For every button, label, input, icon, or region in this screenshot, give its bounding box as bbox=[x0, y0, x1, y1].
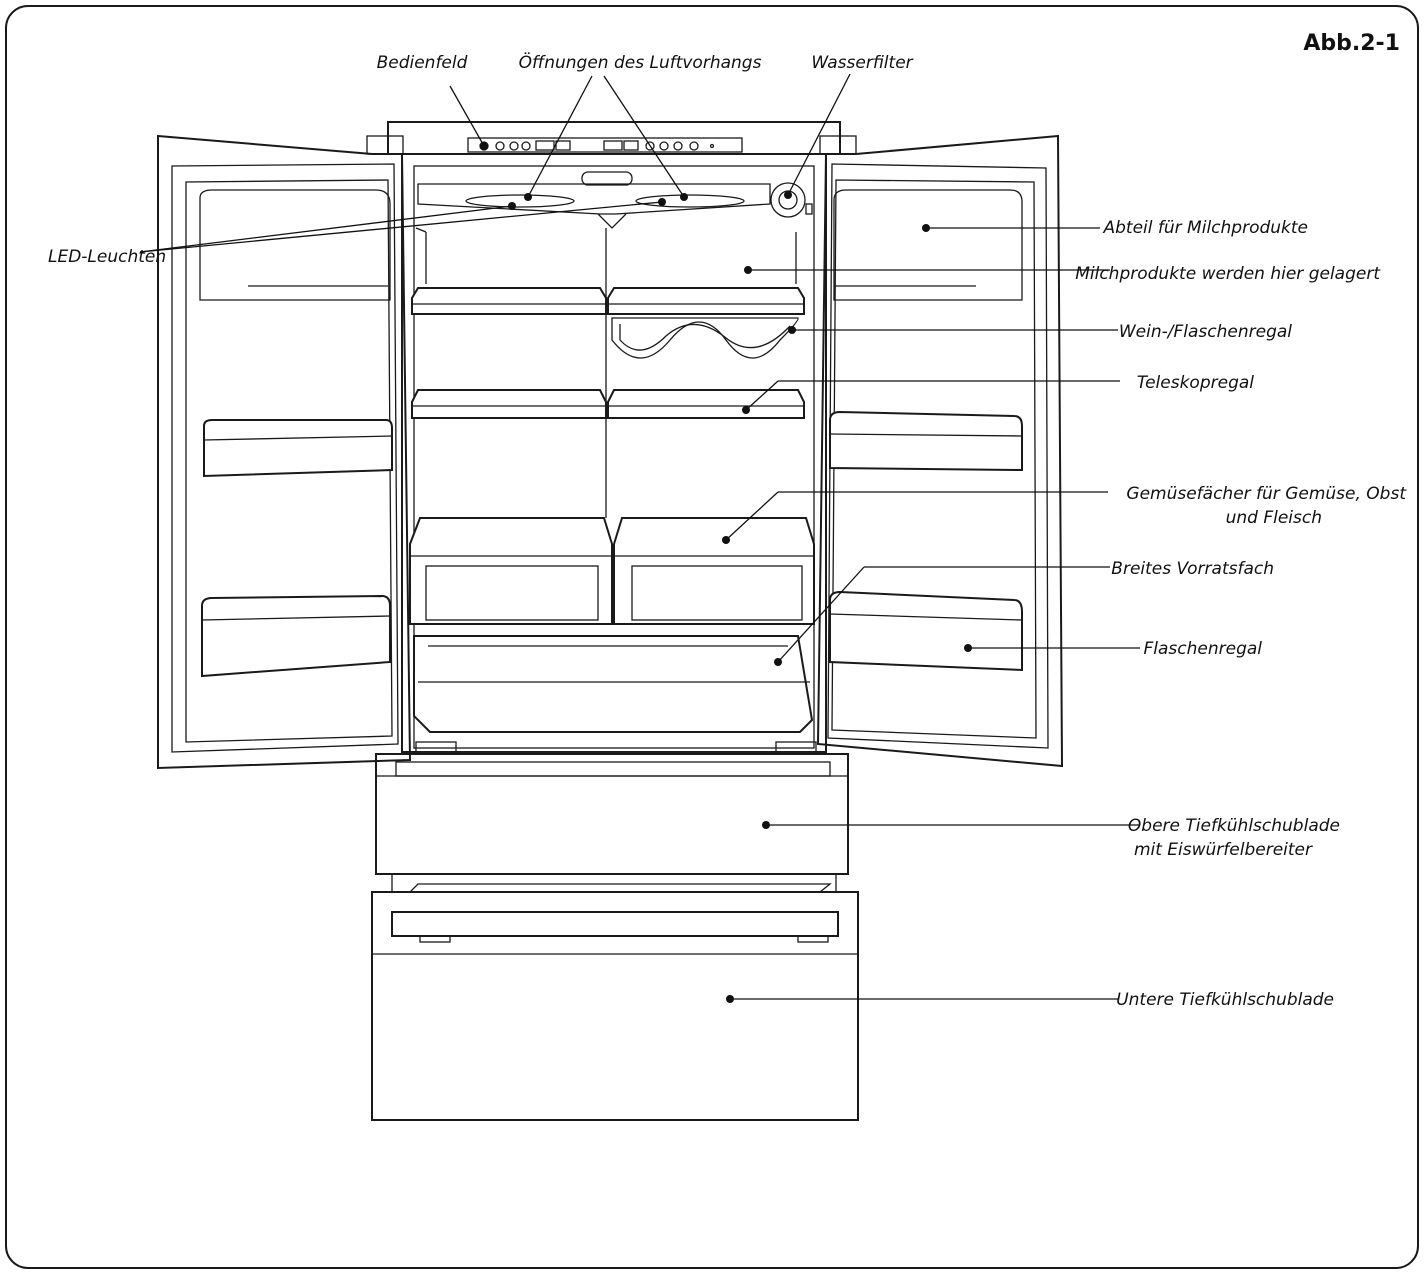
hinge-left bbox=[416, 742, 456, 752]
hinge-right bbox=[776, 742, 816, 752]
left-door bbox=[158, 136, 410, 768]
label-gemuese-1: Gemüsefächer für Gemüse, Obst bbox=[1126, 484, 1407, 504]
label-wasserfilter: Wasserfilter bbox=[811, 53, 913, 73]
fresh-food-compartment bbox=[402, 154, 826, 752]
right-door bbox=[818, 136, 1062, 766]
control-panel bbox=[367, 122, 856, 154]
lower-freezer-drawer bbox=[372, 884, 858, 1120]
label-obere-2: mit Eiswürfelbereiter bbox=[1134, 840, 1313, 860]
label-abteil-milch: Abteil für Milchprodukte bbox=[1103, 218, 1309, 238]
label-weinregal: Wein-/Flaschenregal bbox=[1119, 322, 1292, 342]
label-flaschenregal: Flaschenregal bbox=[1143, 639, 1262, 659]
label-obere-1: Obere Tiefkühlschublade bbox=[1128, 816, 1340, 836]
label-vorratsfach: Breites Vorratsfach bbox=[1111, 559, 1274, 579]
label-teleskop: Teleskopregal bbox=[1137, 373, 1254, 393]
label-milch-gelagert: Milchprodukte werden hier gelagert bbox=[1075, 264, 1381, 284]
label-untere: Untere Tiefkühlschublade bbox=[1116, 990, 1334, 1010]
upper-freezer-drawer bbox=[376, 754, 848, 892]
label-luftvorhang: Öffnungen des Luftvorhangs bbox=[519, 51, 762, 73]
label-bedienfeld: Bedienfeld bbox=[377, 53, 468, 73]
label-gemuese-2: und Fleisch bbox=[1226, 508, 1322, 528]
figure-label: Abb.2-1 bbox=[1303, 31, 1400, 56]
label-led: LED-Leuchten bbox=[48, 247, 166, 267]
refrigerator-drawing bbox=[158, 122, 1062, 1120]
